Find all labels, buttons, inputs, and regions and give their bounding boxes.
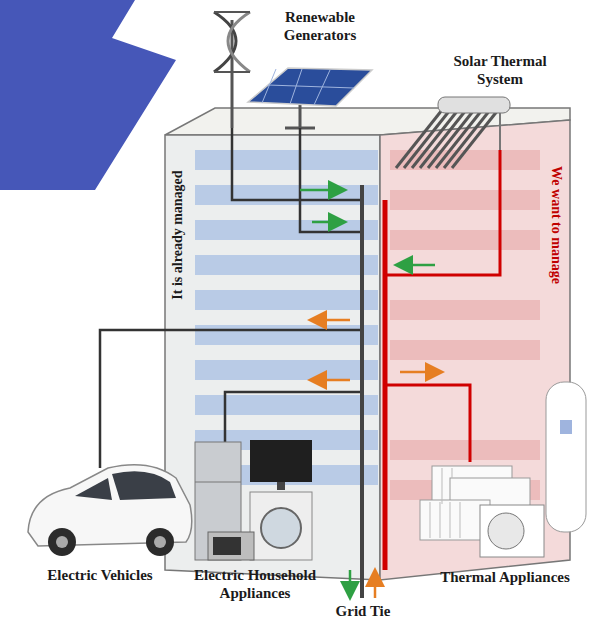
thermal-bus (383, 200, 388, 570)
thermal-pipes (385, 150, 500, 462)
decor-shape (0, 0, 176, 190)
thermal-appliances (420, 382, 586, 557)
solar-panel (248, 68, 372, 128)
solar-thermal-collector (396, 97, 510, 168)
managed-note: It is already managed (169, 167, 187, 302)
thermal-appliance-label: Thermal Appliances (415, 568, 595, 586)
electric-wires (100, 128, 362, 468)
grid-label: Grid Tie (313, 602, 413, 620)
thermal-system-label: Solar Thermal System (435, 52, 565, 88)
grid-bus (360, 185, 364, 598)
electric-car (28, 465, 192, 556)
generator-label: Renewable Generators (260, 8, 380, 44)
flow-arrows (300, 190, 440, 598)
front-face (165, 135, 380, 580)
side-windows (390, 150, 540, 500)
household-appliances (195, 440, 312, 560)
vehicle-label: Electric Vehicles (10, 566, 190, 584)
wind-turbine (214, 12, 250, 128)
side-face (380, 120, 570, 580)
manage-goal-note: We want to manage (547, 163, 565, 287)
appliance-label: Electric Household Appliances (165, 566, 345, 602)
